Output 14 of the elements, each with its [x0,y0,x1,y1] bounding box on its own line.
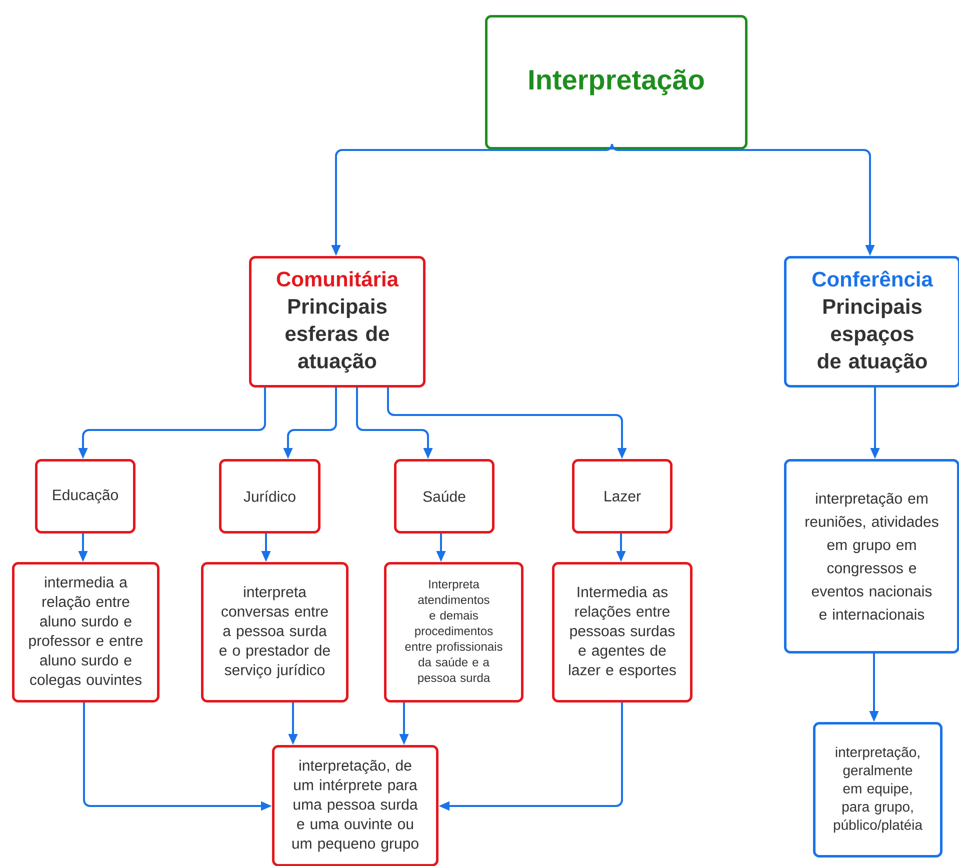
category-box: Comunitária Principais esferas de atuação [249,256,426,388]
description-box: interpretação, de um intérprete para uma pessoa surda e uma ouvinte ou um pequeno grupo [272,745,438,866]
description-box: interpreta conversas entre a pessoa surda e o prestador de serviço jurídico [201,562,348,702]
description-box: Interpreta atendimentos e demais procedimentos entre profissionais da saúde e a pessoa surda [384,562,524,702]
area-box: Jurídico [219,459,320,534]
category-box: Conferência Principais espaços de atuação [784,256,959,388]
area-box: Saúde [394,459,494,534]
description-box: interpretação em reuniões, atividades em grupo em congressos e eventos nacionais e internacionais [784,459,959,654]
description-box: interpretação, geralmente em equipe, para grupo, público/platéia [813,722,942,858]
area-box: Educação [35,459,136,534]
description-box: intermedia a relação entre aluno surdo e professor e entre aluno surdo e colegas ouvintes [12,562,160,702]
description-box: Intermedia as relações entre pessoas surdas e agentes de lazer e esportes [552,562,692,702]
area-box: Lazer [572,459,672,534]
title-box: Interpretação [485,15,748,150]
